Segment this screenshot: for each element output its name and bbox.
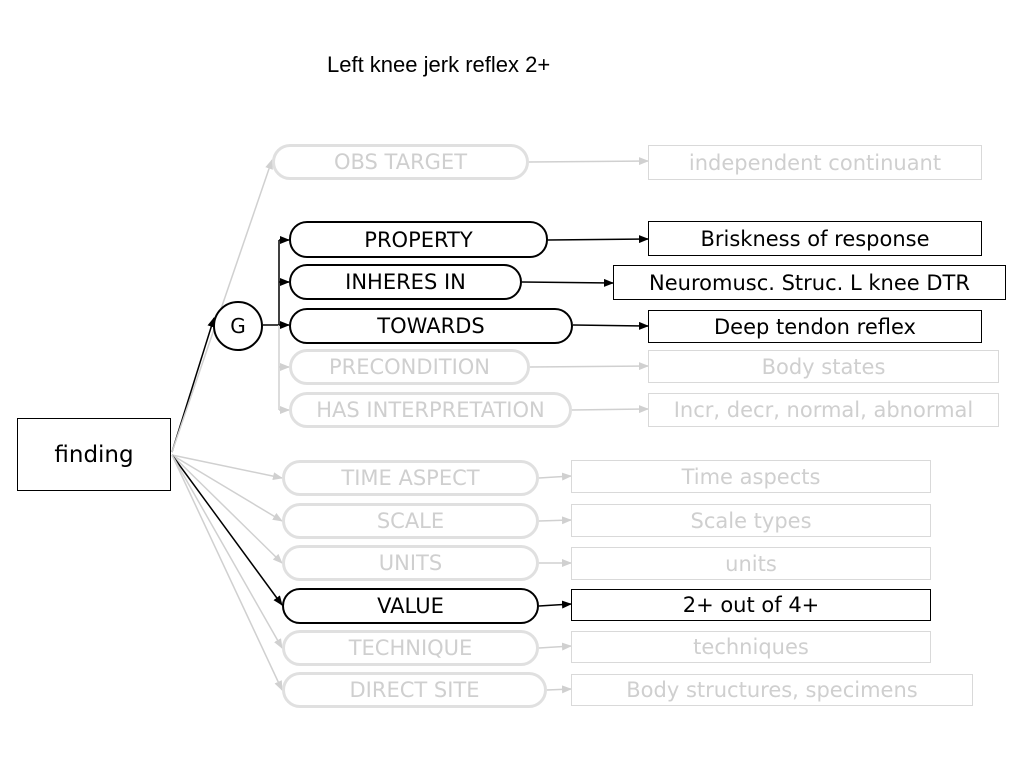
edge-value-to-target bbox=[538, 600, 572, 609]
target-obs-target: independent continuant bbox=[648, 145, 982, 180]
edge-inheres-in-to-target bbox=[521, 278, 614, 287]
target-scale: Scale types bbox=[571, 504, 931, 537]
target-time-aspect: Time aspects bbox=[571, 460, 931, 493]
relation-precondition: PRECONDITION bbox=[289, 349, 530, 385]
target-precondition: Body states bbox=[648, 350, 999, 383]
edge-time-aspect-to-target bbox=[538, 472, 572, 481]
target-direct-site: Body structures, specimens bbox=[571, 674, 973, 706]
relation-scale: SCALE bbox=[282, 503, 539, 539]
group-node: G bbox=[213, 301, 263, 351]
edge-scale-to-target bbox=[538, 516, 572, 525]
edge-finding-to-direct-site bbox=[171, 454, 283, 691]
relation-has-interpretation: HAS INTERPRETATION bbox=[289, 392, 572, 428]
edge-finding-to-time-aspect bbox=[171, 454, 283, 481]
relation-towards: TOWARDS bbox=[289, 308, 573, 344]
relation-units: UNITS bbox=[282, 545, 539, 581]
diagram-title: Left knee jerk reflex 2+ bbox=[327, 52, 551, 77]
relation-obs-target: OBS TARGET bbox=[272, 144, 529, 180]
target-property: Briskness of response bbox=[648, 221, 982, 256]
edge-precondition-to-target bbox=[529, 362, 649, 371]
target-inheres-in: Neuromusc. Struc. L knee DTR bbox=[613, 265, 1006, 300]
relation-property: PROPERTY bbox=[289, 221, 548, 258]
edge-direct-site-to-target bbox=[546, 685, 572, 694]
relation-technique: TECHNIQUE bbox=[282, 630, 539, 666]
edge-property-to-target bbox=[547, 235, 649, 244]
edge-finding-to-units bbox=[171, 454, 283, 564]
edge-towards-to-target bbox=[572, 321, 649, 330]
edge-finding-to-scale bbox=[171, 454, 283, 522]
edge-has-interpretation-to-target bbox=[571, 405, 649, 414]
relation-direct-site: DIRECT SITE bbox=[282, 672, 547, 708]
target-technique: techniques bbox=[571, 631, 931, 663]
edge-finding-to-value bbox=[171, 454, 283, 606]
relation-time-aspect: TIME ASPECT bbox=[282, 460, 539, 496]
target-has-interpretation: Incr, decr, normal, abnormal bbox=[648, 393, 999, 427]
relation-value: VALUE bbox=[282, 588, 539, 624]
target-value: 2+ out of 4+ bbox=[571, 589, 931, 621]
target-units: units bbox=[571, 547, 931, 580]
relation-inheres-in: INHERES IN bbox=[289, 264, 522, 300]
finding-node: finding bbox=[17, 418, 171, 491]
edge-obs-target-to-target bbox=[528, 157, 649, 166]
edge-technique-to-target bbox=[538, 642, 572, 651]
edge-finding-to-technique bbox=[171, 454, 283, 649]
target-towards: Deep tendon reflex bbox=[648, 310, 982, 343]
